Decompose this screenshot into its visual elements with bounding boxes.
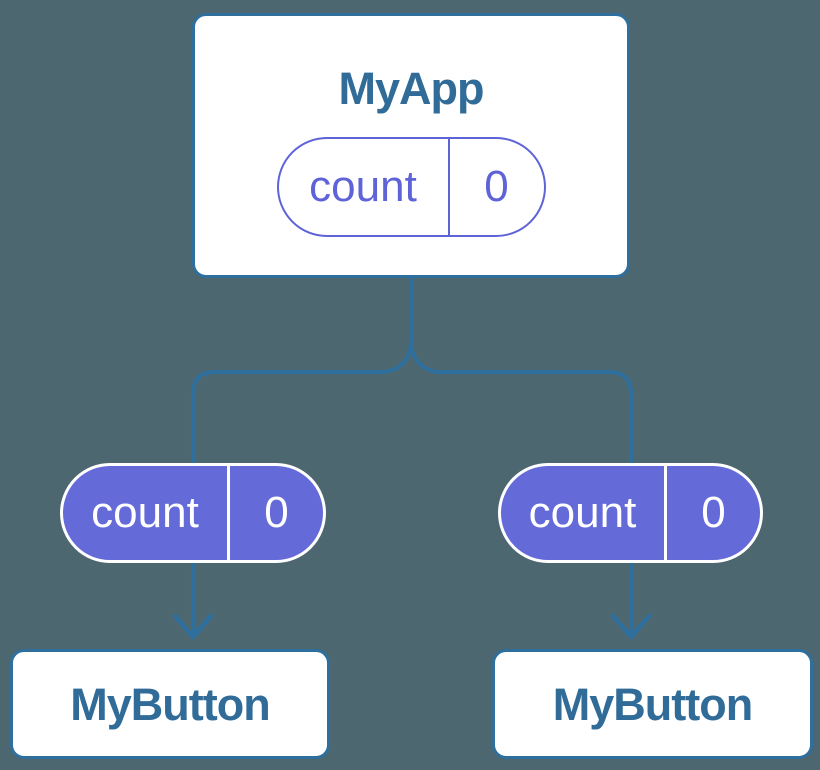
component-title: MyButton — [70, 678, 270, 730]
state-pill-filled-right: count 0 — [498, 463, 763, 563]
state-pill-outline: count 0 — [276, 137, 546, 237]
state-value: 0 — [664, 466, 760, 560]
arrow-down-icon — [172, 613, 214, 640]
component-title: MyButton — [552, 678, 753, 730]
state-label: count — [91, 488, 199, 537]
arrow-down-icon — [610, 613, 652, 640]
connector-branch-left — [191, 276, 413, 634]
component-title: MyApp — [338, 63, 485, 114]
state-value: 0 — [227, 466, 323, 560]
component-card-mybutton-right: MyButton — [492, 649, 813, 759]
state-pill-filled-left: count 0 — [60, 463, 326, 563]
component-card-mybutton-left: MyButton — [10, 649, 330, 759]
state-label: count — [528, 488, 637, 537]
connector-branch-right — [409, 276, 633, 634]
state-label: count — [309, 162, 417, 211]
component-card-myapp: MyApp count 0 — [192, 13, 630, 278]
state-value: 0 — [447, 139, 544, 235]
